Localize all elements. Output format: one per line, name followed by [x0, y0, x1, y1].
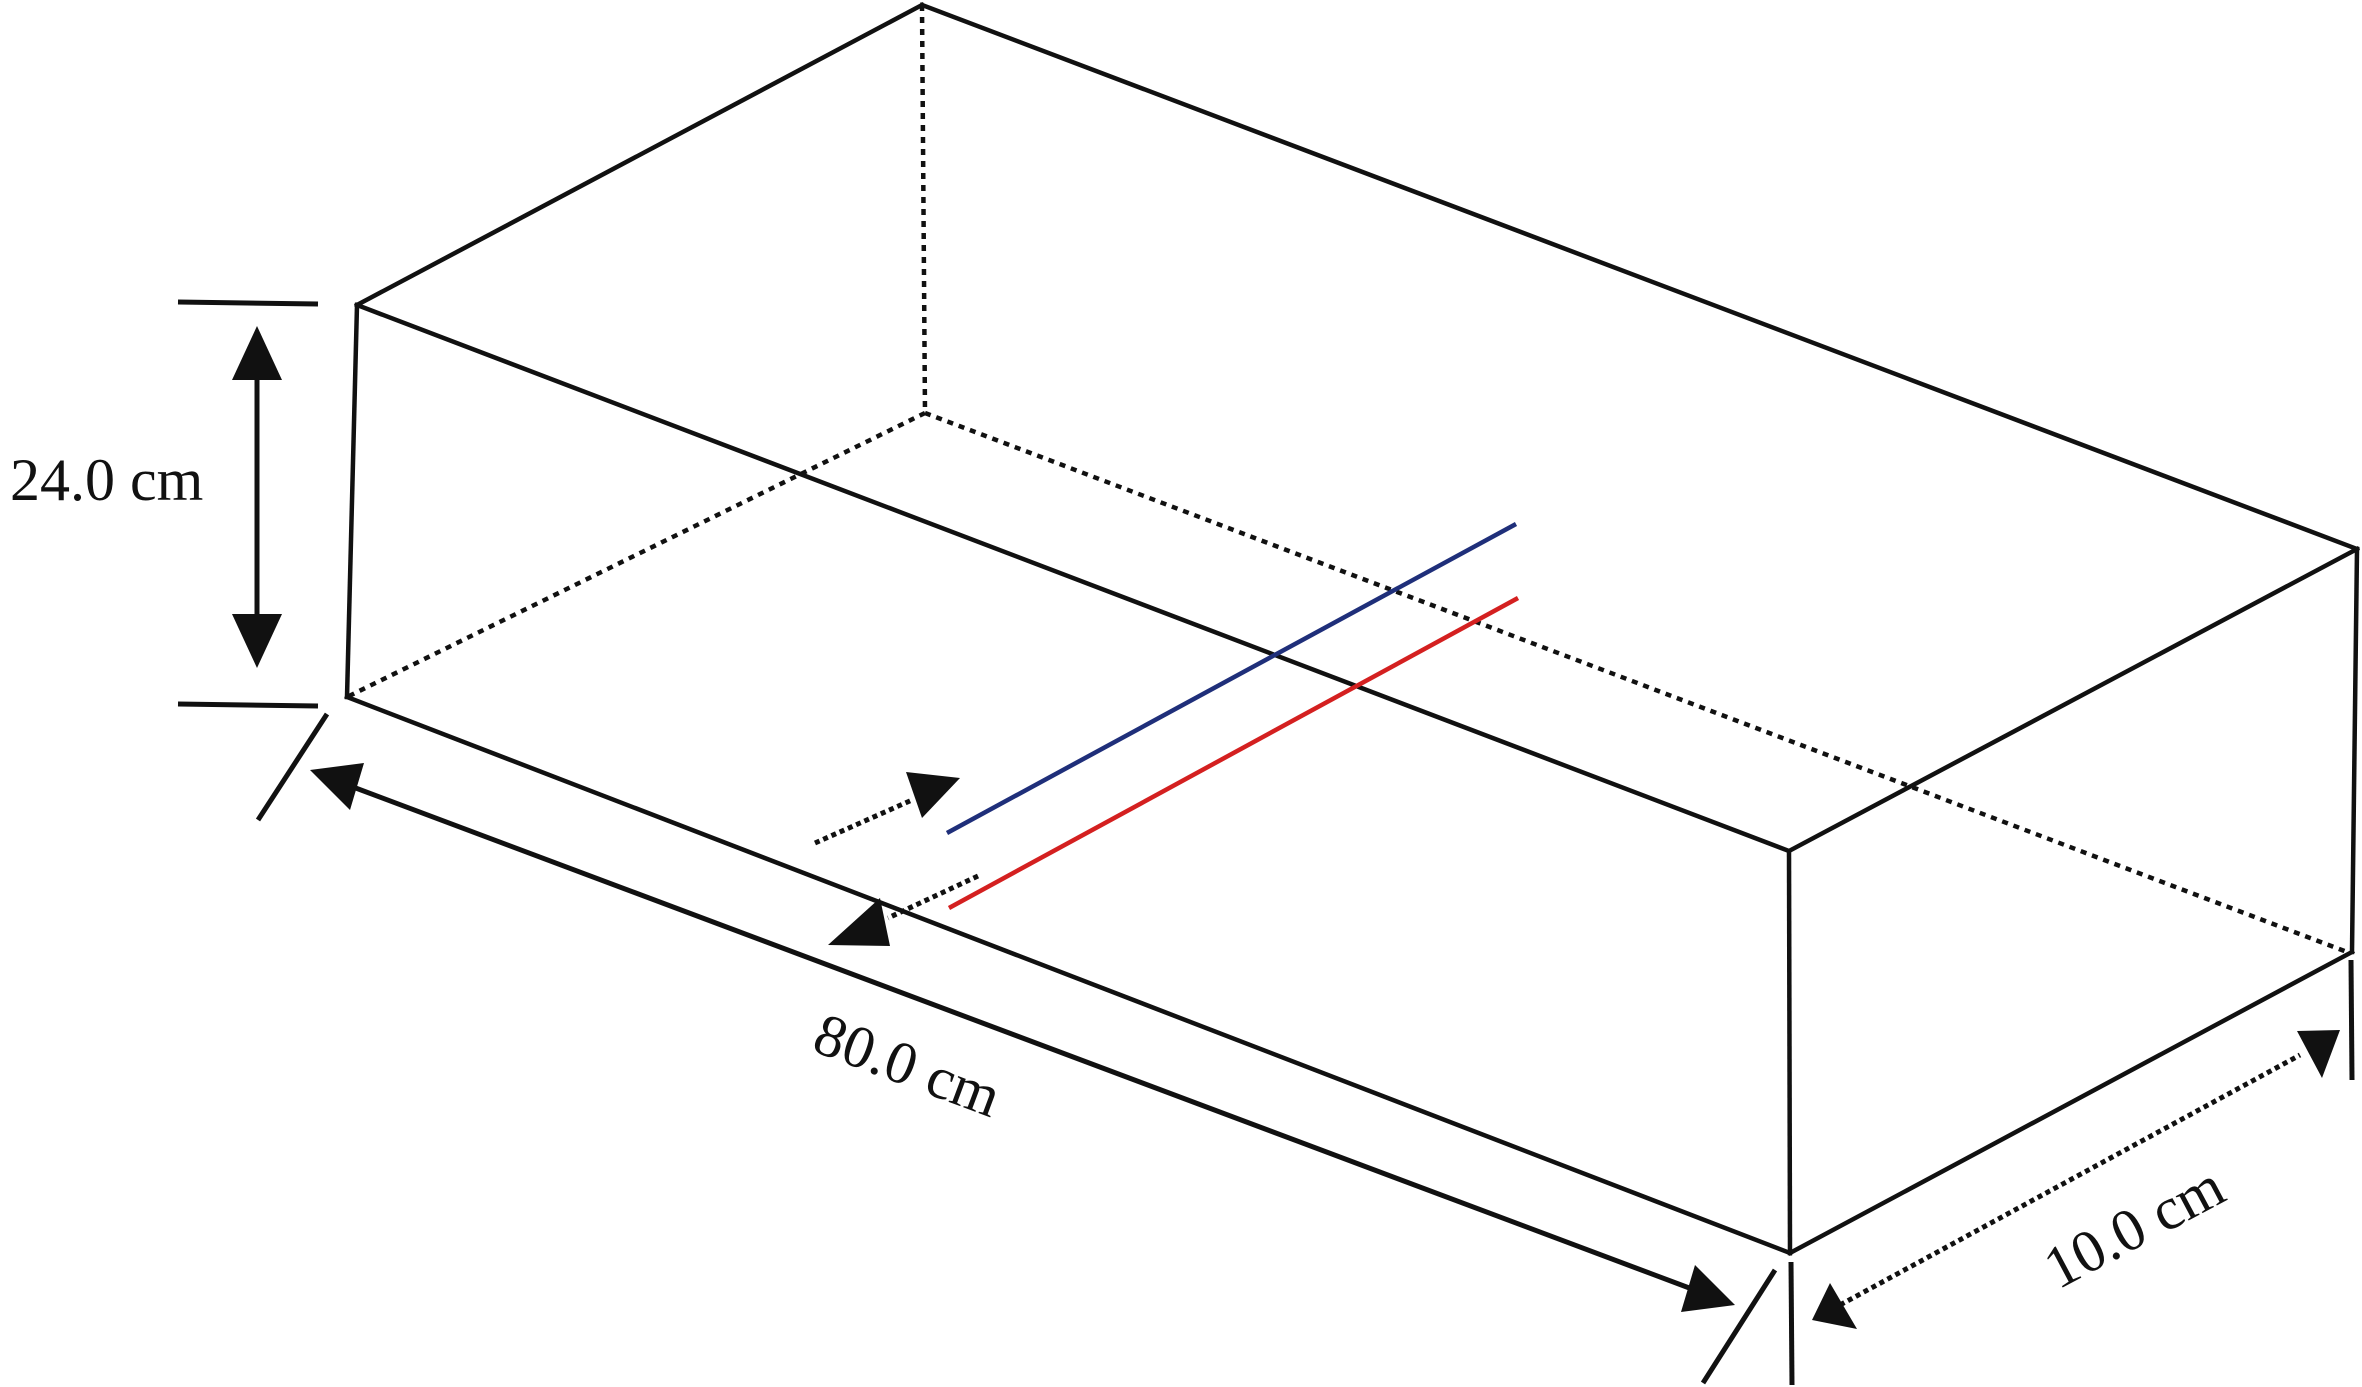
internal-lines — [945, 522, 1520, 910]
height-extension-bottom — [177, 701, 319, 709]
hidden-edge-back-bottom-long — [924, 410, 2348, 955]
width-arrow-left — [1812, 1283, 1857, 1329]
length-dimension-line — [344, 781, 1701, 1295]
length-arrow-left — [310, 763, 364, 810]
height-extension-top — [177, 299, 319, 307]
width-extension-top — [2348, 959, 2355, 1081]
hidden-edge-back-bottom-left — [346, 410, 926, 700]
length-arrow-right — [1681, 1265, 1735, 1312]
height-arrow-up — [232, 326, 282, 380]
width-arrow-right — [2297, 1030, 2340, 1078]
spacing-arrow-upper — [906, 772, 960, 818]
edge-back-right-vertical — [2349, 546, 2360, 955]
spacing-dotted-upper — [813, 797, 914, 846]
edge-top-left — [353, 1, 926, 309]
width-dimension-line — [1838, 1052, 2302, 1308]
edge-top-back — [919, 2, 2360, 552]
blue-line — [945, 522, 1518, 835]
spacing-arrow-lower — [828, 898, 890, 946]
line-spacing-indicator — [813, 772, 980, 946]
hidden-edges — [346, 4, 2348, 955]
hidden-edge-back-vertical — [919, 4, 928, 414]
width-extension-bottom — [1788, 1261, 1795, 1386]
box-edges — [344, 1, 2361, 1257]
edge-top-right — [1785, 545, 2361, 855]
red-line — [947, 596, 1520, 910]
edge-bottom-right — [1786, 948, 2356, 1257]
height-dimension: 24.0 cm — [10, 299, 319, 709]
height-arrow-down — [232, 614, 282, 668]
edge-front-left-vertical — [344, 302, 360, 700]
edge-top-front — [354, 302, 1792, 854]
length-extension-left — [255, 712, 330, 822]
edge-front-right-vertical — [1786, 848, 1793, 1256]
height-label: 24.0 cm — [10, 447, 203, 513]
width-dimension: 10.0 cm — [1788, 959, 2355, 1386]
width-label: 10.0 cm — [2033, 1152, 2235, 1301]
length-dimension: 80.0 cm — [255, 712, 1778, 1385]
spacing-dotted-lower — [886, 873, 980, 921]
length-extension-right — [1700, 1268, 1778, 1385]
edge-bottom-front — [344, 694, 1793, 1256]
